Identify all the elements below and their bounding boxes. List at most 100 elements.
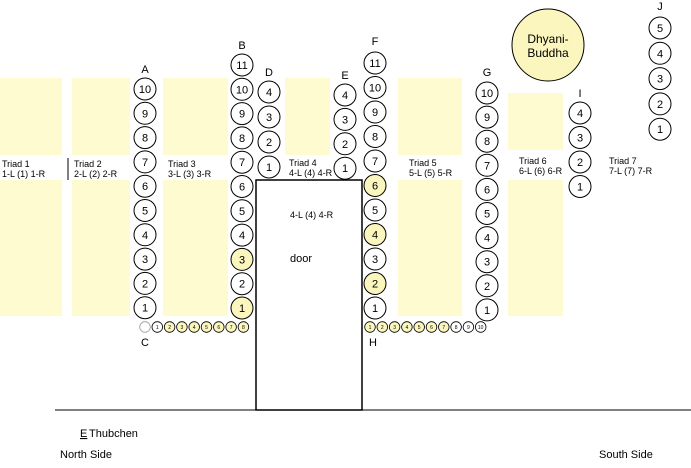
- position-number: 2: [239, 279, 245, 291]
- position-circle: [475, 129, 499, 153]
- position-circle: [648, 67, 672, 91]
- row-label: C: [141, 337, 149, 349]
- position-circle: [230, 77, 254, 101]
- position-circle: [363, 247, 387, 271]
- position-circle: [133, 150, 157, 174]
- triad-title: Triad 6: [519, 156, 547, 166]
- position-number: 4: [266, 87, 272, 99]
- position-number: 5: [484, 209, 490, 221]
- dhyani-buddha: Dhyani- Buddha: [511, 8, 585, 82]
- position-number: 10: [139, 84, 151, 96]
- triad-title: Triad 1: [2, 159, 30, 169]
- column-label: E: [341, 70, 348, 82]
- triad-subtitle: 3-L (3) 3-R: [168, 169, 212, 179]
- position-number: 8: [142, 133, 148, 145]
- triad-panel: [72, 78, 130, 155]
- dhyani-buddha-circle: [511, 8, 585, 82]
- small-position-circle: [237, 321, 250, 333]
- dhyani-line2: Buddha: [527, 46, 569, 60]
- position-number: 9: [142, 108, 148, 120]
- position-circle: [257, 155, 281, 179]
- position-number: 9: [372, 107, 378, 119]
- small-position-number: 2: [381, 325, 384, 331]
- position-number: 6: [142, 181, 148, 193]
- small-position-circle: [425, 321, 438, 333]
- position-circle: [133, 199, 157, 222]
- position-circle: [363, 149, 387, 173]
- position-number: 4: [577, 108, 583, 120]
- small-position-circle: [364, 321, 376, 333]
- triad-panel: [72, 180, 130, 316]
- small-position-circle: [213, 321, 225, 333]
- triad-subtitle: 7-L (7) 7-R: [609, 166, 653, 176]
- triad-panel: [508, 93, 563, 150]
- position-number: 9: [484, 112, 490, 124]
- small-position-circle: [450, 321, 462, 333]
- position-circle: [230, 150, 254, 174]
- position-circle: [333, 132, 357, 156]
- triad-title: Triad 5: [409, 158, 437, 168]
- position-circle: [475, 81, 499, 105]
- small-position-number: 8: [455, 325, 458, 331]
- column-label: B: [238, 40, 245, 52]
- north-side-label: North Side: [60, 449, 112, 461]
- small-position-circle: [462, 321, 475, 333]
- position-number: 8: [372, 132, 378, 144]
- position-number: 10: [236, 84, 248, 96]
- small-position-number: 6: [217, 325, 220, 331]
- position-circle: [363, 76, 387, 99]
- position-number: 2: [657, 99, 663, 111]
- position-circle: [333, 107, 357, 131]
- position-circle: [363, 174, 387, 197]
- small-position-circle: [475, 321, 487, 333]
- position-circle: [475, 298, 499, 322]
- small-position-number: 7: [442, 325, 445, 331]
- position-circle: [475, 274, 499, 298]
- position-circle: [133, 174, 157, 198]
- triad-panel: [163, 78, 228, 155]
- small-position-circle: [188, 321, 200, 333]
- position-circle: [230, 223, 254, 247]
- south-side-label: South Side: [599, 449, 653, 461]
- position-circle: [475, 153, 499, 177]
- position-circle: [133, 247, 157, 271]
- position-number: 1: [142, 303, 148, 315]
- position-number: 3: [266, 112, 272, 124]
- triad-panel: [285, 78, 330, 155]
- position-number: 7: [142, 157, 148, 169]
- position-number: 3: [142, 254, 148, 266]
- position-circle: [568, 150, 592, 174]
- position-circle: [363, 125, 387, 148]
- column-label: J: [657, 1, 663, 13]
- position-number: 7: [239, 157, 245, 169]
- position-circle: [230, 199, 254, 223]
- position-number: 2: [342, 139, 348, 151]
- position-number: 5: [657, 23, 663, 35]
- position-circle: [475, 202, 499, 225]
- position-number: 4: [239, 230, 245, 242]
- position-circle: [257, 105, 281, 129]
- position-circle: [568, 175, 592, 198]
- small-position-circle: [176, 321, 188, 333]
- position-circle: [133, 101, 157, 125]
- small-position-number: 3: [181, 325, 184, 331]
- position-circle: [648, 41, 672, 65]
- small-position-circle: [376, 321, 389, 333]
- position-number: 1: [484, 305, 490, 317]
- column-label: F: [372, 36, 379, 48]
- position-number: 2: [372, 279, 378, 291]
- position-number: 4: [342, 90, 348, 102]
- door-frame: [255, 179, 363, 411]
- position-circle: [363, 296, 387, 320]
- position-number: 2: [577, 157, 583, 169]
- position-number: 10: [481, 88, 493, 100]
- position-number: 1: [577, 182, 583, 194]
- position-number: 6: [372, 181, 378, 193]
- small-position-circle: [151, 321, 164, 333]
- small-position-number: 5: [418, 325, 421, 331]
